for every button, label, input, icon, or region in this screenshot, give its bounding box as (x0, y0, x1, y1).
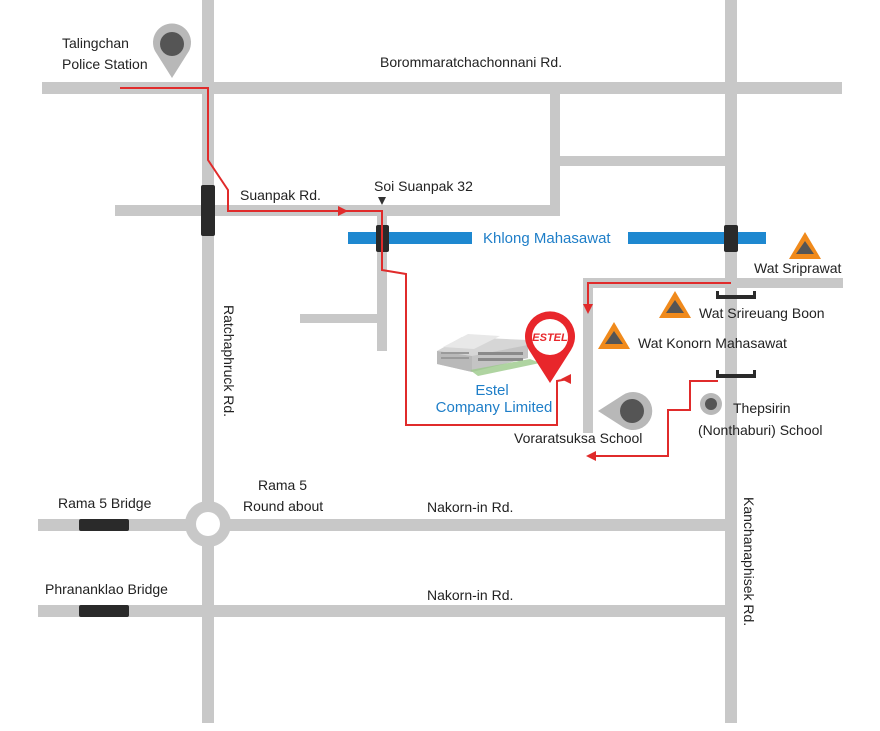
label-wat-sriprawat: Wat Sriprawat (754, 260, 842, 276)
roundabout-label-line2: Round about (243, 498, 323, 514)
road-label-soi-suanpak-32: Soi Suanpak 32 (374, 178, 473, 194)
police-label-line2: Police Station (62, 56, 148, 72)
map-labels: Talingchan Police Station Borommaratchac… (45, 35, 842, 626)
road-label-borommaratchachonnani: Borommaratchachonnani Rd. (380, 54, 562, 70)
label-wat-srireuang-boon: Wat Srireuang Boon (699, 305, 825, 321)
bridge-markers (79, 185, 756, 617)
label-wat-konorn: Wat Konorn Mahasawat (638, 335, 787, 351)
canal-khlong-mahasawat: Khlong Mahasawat (348, 230, 766, 247)
roundabout-label-line1: Rama 5 (258, 477, 307, 493)
road-label-kanchanaphisek: Kanchanaphisek Rd. (741, 497, 757, 626)
temple-wat-konorn (598, 322, 630, 349)
police-label-line1: Talingchan (62, 35, 129, 51)
voraratsuksa-school-pin (598, 392, 653, 431)
rama5-roundabout (185, 501, 231, 547)
route-kanchanaphisek-south (593, 380, 718, 457)
road-nakorn-in-1 (38, 519, 737, 531)
company-label-line1: Estel (475, 382, 508, 399)
route-kanchanaphisek-north (587, 282, 731, 305)
road-kanchanaphisek (725, 0, 737, 723)
temple-wat-sriprawat (789, 232, 821, 259)
canal-label: Khlong Mahasawat (483, 230, 611, 247)
thepsirin-school-marker (700, 393, 722, 415)
route-lines (120, 87, 731, 457)
label-thepsirin-line1: Thepsirin (733, 400, 791, 416)
road-nakorn-in-2 (38, 605, 737, 617)
estel-logo-text: ESTEL (532, 332, 568, 344)
road-connector-horizontal (555, 156, 727, 166)
route-from-police-station (120, 87, 340, 212)
road-label-suanpak: Suanpak Rd. (240, 187, 321, 203)
road-label-nakorn-in-1: Nakorn-in Rd. (427, 499, 513, 515)
road-side-branch (300, 314, 382, 323)
route-arrowheads (338, 206, 596, 461)
route-soi-to-estel (345, 210, 569, 426)
estel-building (437, 334, 540, 376)
road-borommaratchachonnani (42, 82, 842, 94)
thepsirin-gate-marker (716, 370, 756, 378)
temple-wat-srireuang-boon (659, 291, 691, 318)
srireuang-gate-marker (716, 291, 756, 299)
soi-marker-triangle (378, 197, 386, 205)
police-station-pin (153, 23, 191, 78)
estel-location-pin: ESTEL (525, 311, 575, 383)
road-soi-suanpak-32 (377, 216, 387, 351)
arrow-soi-suanpak (338, 206, 348, 216)
label-voraratsuksa: Voraratsuksa School (514, 430, 642, 446)
road-label-ratchaphruck: Ratchaphruck Rd. (221, 305, 237, 417)
arrow-north-down (583, 304, 593, 314)
kanchanaphisek-canal-bridge (724, 225, 738, 252)
label-thepsirin-line2: (Nonthaburi) School (698, 422, 823, 438)
rama5-bridge-marker (79, 519, 129, 531)
building-icon (437, 334, 540, 376)
arrow-voraratsuksa (586, 451, 596, 461)
label-rama5-bridge: Rama 5 Bridge (58, 495, 152, 511)
phranangklao-bridge-marker (79, 605, 129, 617)
label-phranangklao-bridge: Phrananklao Bridge (45, 581, 168, 597)
ratchaphruck-canal-bridge (201, 185, 215, 236)
road-label-nakorn-in-2: Nakorn-in Rd. (427, 587, 513, 603)
road-local-vertical (583, 278, 593, 433)
company-label-line2: Company Limited (436, 399, 553, 416)
arrow-estel (561, 374, 571, 384)
road-connector-vertical (550, 93, 560, 216)
